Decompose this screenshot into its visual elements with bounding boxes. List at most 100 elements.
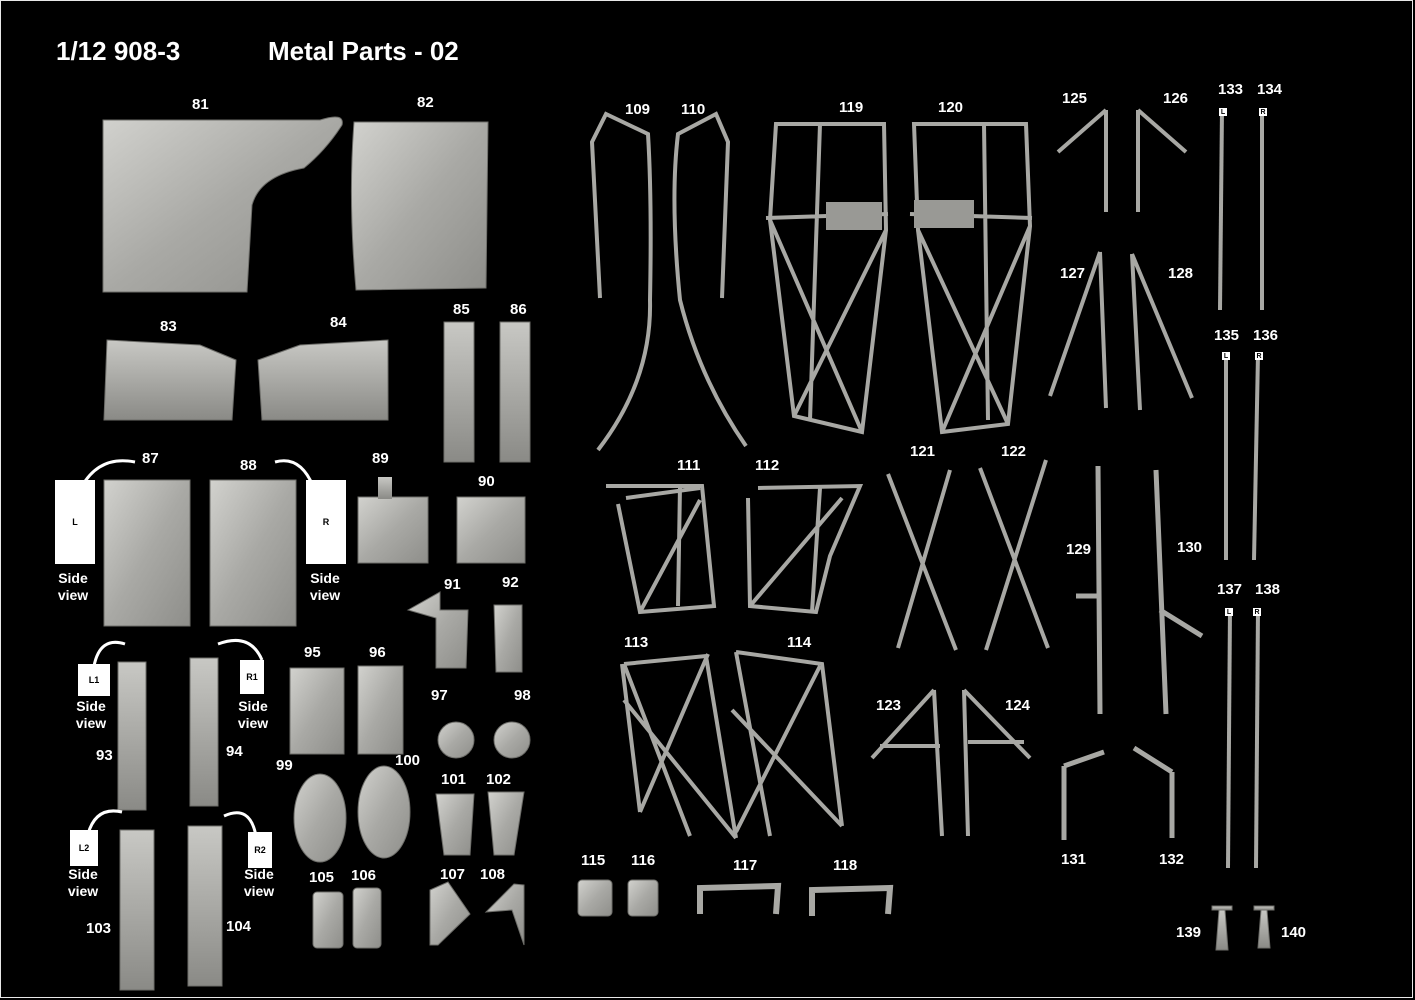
part-label: 137 (1217, 581, 1243, 598)
part-87-block (103, 479, 191, 627)
side-view-caption-93-line2: view (75, 715, 107, 731)
part-label: 117 (733, 857, 758, 874)
arrow-104 (223, 811, 258, 837)
part-label: 95 (304, 644, 321, 661)
side-view-caption-93-line1: Side (76, 698, 106, 714)
side-view-caption-88-line2: view (309, 587, 341, 603)
part-label: 124 (1005, 697, 1031, 714)
part-133-rod (1218, 107, 1224, 311)
part-110-rod (672, 111, 748, 448)
part-105 (312, 891, 344, 949)
part-label: 108 (480, 866, 506, 883)
kit-code-title: 1/12 908-3 (56, 36, 181, 66)
part-104-beam (187, 825, 223, 987)
part-127 (1048, 251, 1108, 409)
part-label: 120 (938, 99, 964, 116)
part-label: 136 (1253, 327, 1279, 344)
part-121-xrods (886, 469, 958, 651)
side-view-card-93: L1 (78, 664, 110, 696)
part-label: 130 (1177, 539, 1203, 556)
part-81-panel (102, 116, 343, 293)
part-label: 97 (431, 687, 448, 704)
side-view-card-88: R (306, 480, 346, 564)
side-view-caption-103-line2: view (67, 883, 99, 899)
part-115 (577, 879, 613, 917)
part-106 (352, 887, 382, 949)
rod-tag-135: L (1222, 352, 1230, 360)
part-95-plate (289, 667, 345, 755)
part-label: 110 (681, 101, 706, 118)
part-label: 116 (631, 852, 656, 869)
part-137-rod (1226, 607, 1232, 869)
part-label: 106 (351, 867, 377, 884)
part-126 (1136, 108, 1188, 212)
part-label: 87 (142, 450, 159, 467)
part-99-cover (293, 773, 347, 863)
part-109-rod (589, 111, 653, 452)
side-view-card-103: L2 (70, 830, 98, 866)
part-label: 81 (192, 96, 209, 113)
part-label: 131 (1061, 851, 1087, 868)
part-128 (1130, 253, 1194, 411)
part-label: 125 (1062, 90, 1088, 107)
part-82-panel (350, 121, 489, 291)
part-140-valve (1253, 905, 1275, 949)
part-label: 109 (625, 101, 651, 118)
part-138-rod (1254, 607, 1260, 869)
part-86-strip (499, 321, 531, 463)
part-label: 119 (839, 99, 864, 116)
part-label: 112 (755, 457, 780, 474)
part-label: 104 (226, 918, 252, 935)
part-83-tray (103, 339, 237, 421)
part-label: 93 (96, 747, 113, 764)
side-view-caption-104-line1: Side (244, 866, 274, 882)
part-label: 133 (1218, 81, 1244, 98)
part-100-cover (357, 765, 411, 859)
part-97-hub (437, 721, 475, 759)
side-view-caption-87-line1: Side (58, 570, 88, 586)
part-label: 83 (160, 318, 177, 335)
part-92 (493, 604, 523, 673)
side-view-card-104: R2 (248, 832, 272, 868)
rod-tag-137: L (1225, 608, 1233, 616)
part-131 (1061, 749, 1105, 840)
part-label: 122 (1001, 443, 1027, 460)
side-view-card-87: L (55, 480, 95, 564)
part-label: 126 (1163, 90, 1189, 107)
side-view-caption-88-line1: Side (310, 570, 340, 586)
part-label: 89 (372, 450, 389, 467)
part-93-beam (117, 661, 147, 811)
part-label: 115 (581, 852, 606, 869)
part-label: 94 (226, 743, 243, 760)
part-117 (697, 882, 782, 915)
part-label: 101 (441, 771, 467, 788)
arrow-103 (86, 809, 123, 835)
part-label: 85 (453, 301, 470, 318)
part-label: 127 (1060, 265, 1086, 282)
part-108 (484, 883, 525, 946)
rod-tag-138: R (1253, 608, 1261, 616)
part-129 (1076, 465, 1103, 715)
part-89-box (357, 496, 429, 564)
side-view-caption-103-line1: Side (68, 866, 98, 882)
part-94-beam (189, 657, 219, 807)
part-label: 134 (1257, 81, 1283, 98)
part-91 (406, 591, 469, 669)
part-103-beam (119, 829, 155, 991)
part-label: 118 (833, 857, 858, 874)
part-113-frame (620, 653, 738, 840)
part-label: 90 (478, 473, 495, 490)
part-101 (435, 793, 475, 856)
side-view-caption-104-line2: view (243, 883, 275, 899)
part-84-tray (257, 339, 389, 421)
part-label: 135 (1214, 327, 1240, 344)
part-label: 86 (510, 301, 527, 318)
part-130 (1153, 469, 1204, 715)
